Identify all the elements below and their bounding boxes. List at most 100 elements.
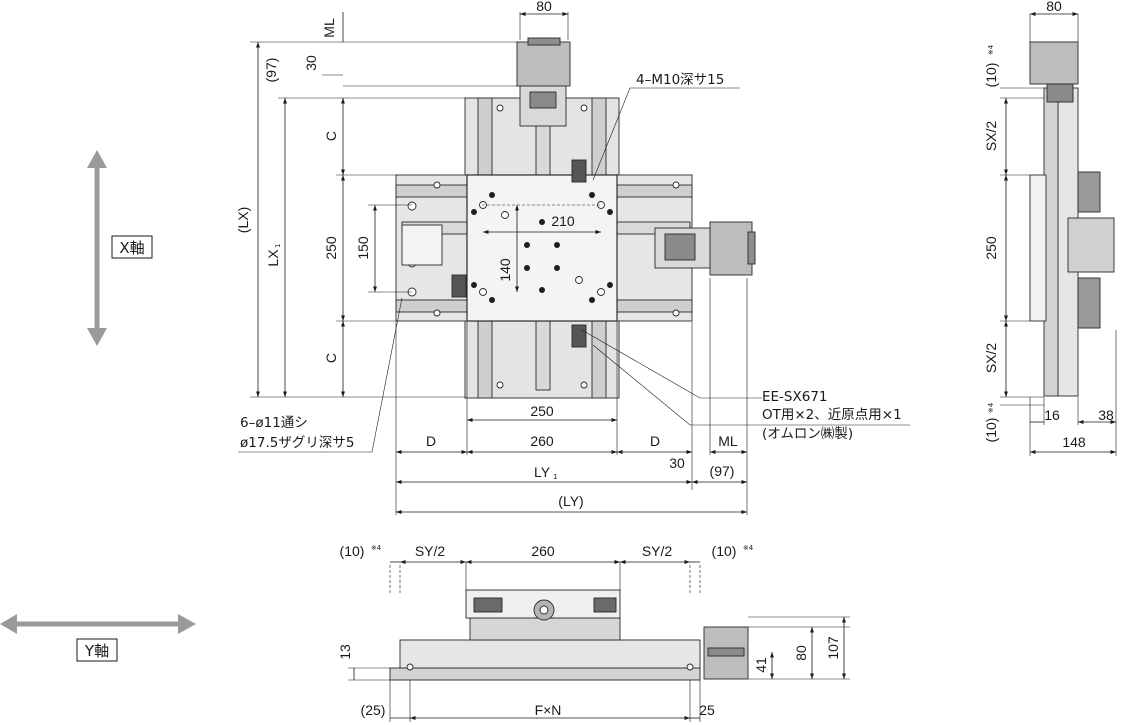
tap-hole bbox=[554, 265, 560, 271]
dim-260: 260 bbox=[530, 433, 554, 449]
x-motor bbox=[516, 41, 571, 87]
x-axis-arrow-head-down bbox=[87, 328, 107, 346]
dim-d-right: D bbox=[650, 433, 660, 449]
side-y-motor-end bbox=[1067, 217, 1115, 273]
counterbore-hole bbox=[575, 276, 583, 284]
side-dim-38: 38 bbox=[1098, 407, 1114, 423]
side-view: 80 (10) ※4 SX/2 250 SX/2 (10) ※4 16 38 1… bbox=[983, 0, 1117, 456]
sensor-leader-2 bbox=[592, 344, 910, 426]
y-motor bbox=[709, 221, 753, 276]
dim-80-top: 80 bbox=[536, 0, 552, 14]
sensor-usage: OT用×2、近原点用×1 bbox=[762, 407, 902, 423]
dim-ly1-sub: 1 bbox=[553, 473, 557, 481]
front-x-stage bbox=[469, 617, 621, 641]
y-end-block-left bbox=[401, 224, 443, 266]
front-dim-107: 107 bbox=[825, 636, 841, 660]
counterbore-hole bbox=[501, 211, 509, 219]
front-dim-80: 80 bbox=[793, 645, 809, 661]
side-dim-sx2-top: SX/2 bbox=[983, 121, 999, 152]
dim-lx1-sub: 1 bbox=[274, 244, 282, 248]
side-note4-bottom: ※4 bbox=[987, 402, 995, 413]
top-table bbox=[466, 174, 618, 322]
x-motor-connector bbox=[527, 37, 561, 46]
top-view: ML 80 30 (97) C 250 150 140 210 C (LX) L… bbox=[235, 0, 910, 515]
tap-hole bbox=[524, 242, 530, 248]
dim-150: 150 bbox=[355, 236, 371, 260]
front-dim-sy2-right: SY/2 bbox=[642, 543, 673, 559]
front-dim-sy2-left: SY/2 bbox=[415, 543, 446, 559]
front-dim-10-left: (10) bbox=[340, 543, 365, 559]
mount-hole bbox=[407, 201, 417, 211]
side-dim-sx2-bottom: SX/2 bbox=[983, 343, 999, 374]
x-axis-label: X軸 bbox=[119, 239, 144, 257]
dim-ly: (LY) bbox=[558, 493, 583, 509]
sensor-maker: (オムロン㈱製) bbox=[762, 426, 853, 442]
side-coupling bbox=[1046, 83, 1074, 103]
y-axis-arrow-head-right bbox=[178, 614, 196, 634]
tap-hole-note: 4–M10深サ15 bbox=[636, 72, 724, 88]
counterbore-hole bbox=[479, 288, 487, 296]
side-dim-80: 80 bbox=[1046, 0, 1062, 14]
tap-hole bbox=[524, 265, 530, 271]
side-dim-148: 148 bbox=[1062, 434, 1086, 450]
tap-hole bbox=[489, 297, 495, 303]
dim-ml-right: ML bbox=[718, 433, 738, 449]
side-dim-10-top: (10) bbox=[983, 63, 999, 88]
front-view: (10) ※4 SY/2 260 SY/2 (10) ※4 13 41 80 1… bbox=[337, 543, 850, 722]
mount-hole bbox=[433, 309, 441, 317]
x-axis-indicator: X軸 bbox=[87, 150, 153, 346]
tap-hole bbox=[489, 192, 495, 198]
dim-lx1: LX 1 bbox=[265, 244, 282, 267]
y-motor-connector bbox=[747, 231, 756, 265]
mount-hole bbox=[580, 104, 588, 112]
front-dim-13: 13 bbox=[337, 644, 353, 660]
front-note4-right: ※4 bbox=[743, 544, 754, 552]
side-table bbox=[1029, 174, 1047, 322]
side-sensor-bottom bbox=[1077, 277, 1101, 329]
front-y-stage bbox=[399, 639, 701, 669]
tap-note-leader bbox=[592, 87, 740, 181]
mount-hole bbox=[433, 181, 441, 189]
front-dim-25-left: (25) bbox=[361, 702, 386, 718]
front-sensor-right bbox=[593, 597, 617, 613]
dim-lx1-main: LX bbox=[265, 249, 281, 267]
y-axis-arrow-head-left bbox=[0, 614, 17, 634]
tap-hole bbox=[471, 282, 477, 288]
side-dim-10-bottom: (10) bbox=[983, 418, 999, 443]
front-note4-left: ※4 bbox=[371, 544, 382, 552]
sensor-model: EE-SX671 bbox=[762, 389, 828, 405]
mount-hole bbox=[496, 381, 504, 389]
tap-hole bbox=[554, 242, 560, 248]
y-coupling bbox=[664, 233, 696, 261]
tap-hole bbox=[607, 209, 613, 215]
front-motor-flange bbox=[707, 647, 745, 657]
limit-sensor bbox=[571, 159, 587, 183]
tap-hole bbox=[471, 209, 477, 215]
front-dim-fxn: F×N bbox=[535, 702, 562, 718]
mount-hole bbox=[580, 381, 588, 389]
front-ballscrew-bore bbox=[539, 605, 549, 615]
limit-sensor bbox=[571, 324, 587, 348]
front-base bbox=[389, 667, 701, 681]
front-dim-260: 260 bbox=[531, 543, 555, 559]
dim-250-vert: 250 bbox=[323, 236, 339, 260]
side-note4-top: ※4 bbox=[987, 44, 995, 55]
tap-hole bbox=[607, 282, 613, 288]
side-motor bbox=[1029, 41, 1079, 85]
dim-ml-top: ML bbox=[321, 18, 337, 38]
side-dim-250: 250 bbox=[983, 236, 999, 260]
mount-hole bbox=[672, 309, 680, 317]
hole-note-leader bbox=[238, 297, 403, 453]
dim-210: 210 bbox=[551, 213, 575, 229]
front-dim-25-right: 25 bbox=[699, 702, 715, 718]
dim-c-top: C bbox=[323, 131, 339, 141]
dim-97-right: (97) bbox=[710, 463, 735, 479]
home-sensor bbox=[451, 274, 467, 298]
front-mount-hole bbox=[406, 663, 414, 671]
side-sensor-top bbox=[1077, 171, 1101, 213]
front-dim-41: 41 bbox=[753, 657, 769, 673]
front-mount-hole bbox=[686, 663, 694, 671]
tap-hole bbox=[539, 219, 545, 225]
dim-30-top: 30 bbox=[303, 55, 319, 71]
